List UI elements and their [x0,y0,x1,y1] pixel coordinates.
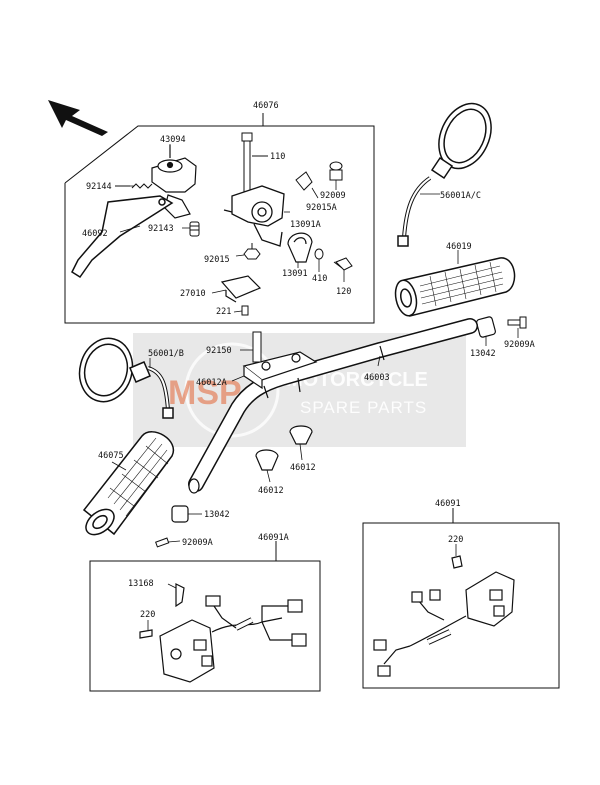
mirror-right-part [397,102,492,247]
switch-27010-part [220,275,262,303]
label-92015: 92015 [204,255,230,265]
label-43094: 43094 [160,135,186,145]
label-92009A-left: 92009A [182,538,213,548]
right-switch-box [362,508,560,689]
label-92009: 92009 [320,191,346,201]
label-110: 110 [270,152,285,162]
label-92009A-right: 92009A [504,340,535,350]
watermark-logo: MSP [168,374,242,412]
label-46012-b: 46012 [258,486,284,496]
left-switch-box [89,541,321,692]
label-92150: 92150 [206,346,232,356]
label-27010: 27010 [180,289,206,299]
lever-bracket-part [151,145,197,219]
label-13091A: 13091A [290,220,321,230]
grip-right-part [394,257,516,317]
holder-46012-part [255,425,313,471]
leader-lines [111,144,519,630]
label-13042-right: 13042 [470,349,496,359]
label-46076: 46076 [253,101,279,111]
label-46012A: 46012A [196,378,227,388]
label-46003: 46003 [364,373,390,383]
label-220-left: 220 [140,610,155,620]
label-46019: 46019 [446,242,472,252]
nut-part [243,243,261,260]
label-92143: 92143 [148,224,174,234]
mirror-left-part [78,337,174,419]
right-switch-part [373,555,515,677]
bar-end-right-part [476,316,496,338]
part-labels: 46076 43094 110 92144 92009 92015A 13091… [82,101,535,620]
label-120: 120 [336,287,351,297]
label-56001AC: 56001A/C [440,191,481,201]
label-46092: 46092 [82,229,108,239]
clamp-13091-part [287,232,313,263]
switch-part [295,171,313,191]
lever-holder-part [223,185,285,247]
bolt-110-part [241,132,268,194]
holder-46012A-part [242,351,318,390]
screw-part [329,161,343,181]
watermark-line2: SPARE PARTS [300,398,427,417]
label-221: 221 [216,307,231,317]
label-56001B: 56001/B [148,349,184,359]
label-92144: 92144 [86,182,112,192]
label-46012-a: 46012 [290,463,316,473]
label-46091: 46091 [435,499,461,509]
label-13168: 13168 [128,579,154,589]
handlebar-part [188,318,478,494]
bar-end-left-part [171,505,189,523]
lever-assembly-box [64,113,375,324]
label-46075: 46075 [98,451,124,461]
bolt-92150-part [252,331,262,363]
label-13042-left: 13042 [204,510,230,520]
washer-part [314,248,324,260]
screw-221-part [241,305,249,316]
clutch-lever-part [71,195,174,279]
direction-arrow-icon [48,100,108,136]
label-92015A: 92015A [306,203,337,213]
label-46091A: 46091A [258,533,289,543]
label-13091: 13091 [282,269,308,279]
left-switch-part [139,583,307,683]
label-410: 410 [312,274,327,284]
bolt-120-part [333,257,353,271]
screw-left-part [155,537,170,548]
grip-left-part [82,431,175,536]
label-220-right: 220 [448,535,463,545]
screw-right-part [507,316,527,329]
pin-part [189,221,200,237]
